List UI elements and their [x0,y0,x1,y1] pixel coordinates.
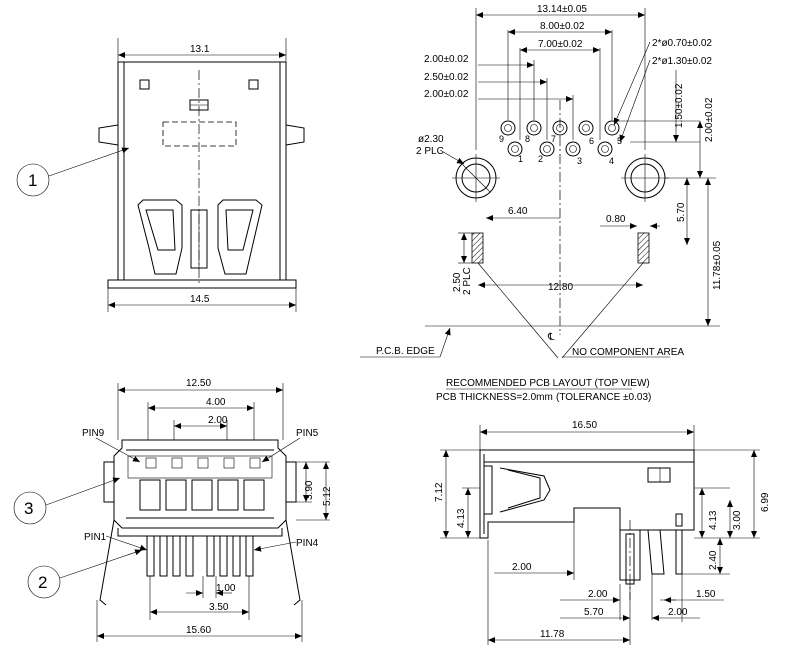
dim-2-50-v: 2.50 [452,272,463,292]
side-dim-7-12: 7.12 [434,482,445,502]
label-pin9: PIN9 [82,428,105,439]
dim-13-14: 13.14±0.05 [537,4,587,15]
side-dim-2-00-c: 2.00 [668,607,688,618]
pcb-layout: 13.14±0.05 8.00±0.02 7.00±0.02 2.00±0.02… [360,4,723,403]
centerline-symbol: ℄ [547,332,555,343]
side-dim-2-40: 2.40 [708,550,719,570]
dim-0-80: 0.80 [606,214,626,225]
side-dim-4-13-right: 4.13 [708,510,719,530]
pin-num-1: 1 [518,154,523,164]
rear-dim-3-50: 3.50 [209,602,229,613]
boss-plc: 2 PLC [416,146,444,157]
pin-num-6: 6 [589,136,594,146]
rear-dim-2-00: 2.00 [208,415,228,426]
front-view: 13.1 14.5 1 [16,38,305,312]
rear-dim-3-90: 3.90 [304,480,315,500]
dim-7-00: 7.00±0.02 [538,39,583,50]
side-dim-5-70: 5.70 [584,607,604,618]
dim-8-00: 8.00±0.02 [540,21,585,32]
side-dim-6-99: 6.99 [760,492,771,512]
label-pin5: PIN5 [296,428,319,439]
callout-2: 2 [38,573,47,592]
dim-2-00-a: 2.00±0.02 [424,54,469,65]
dim-2-50-plc: 2 PLC [462,267,473,295]
rear-contacts [139,457,265,511]
side-view: 16.50 7.12 4.13 6.99 4.13 3.00 [434,420,771,645]
pin-num-2: 2 [538,154,543,164]
hole-small-note: 2*ø0.70±0.02 [652,38,712,49]
boss-dia: ø2.30 [418,134,444,145]
front-width-bottom: 14.5 [190,294,210,305]
rear-pins [146,535,254,577]
side-dim-11-78: 11.78 [540,629,565,640]
pin-num-4: 4 [609,156,614,166]
dim-5-70: 5.70 [676,202,687,222]
callout-1: 1 [28,171,37,190]
side-dim-2-00-a: 2.00 [512,562,532,573]
no-component-label: NO COMPONENT AREA [572,347,684,358]
dim-2-00-b: 2.00±0.02 [424,89,469,100]
rear-dim-5-12: 5.12 [322,486,333,506]
dim-1-50: 1.50±0.02 [674,83,685,128]
pcb-thickness: PCB THICKNESS=2.0mm [436,392,553,403]
pin-num-9: 9 [499,134,504,144]
side-dim-4-13-left: 4.13 [456,508,467,528]
pin-num-7: 7 [551,134,556,144]
dim-6-40: 6.40 [508,206,528,217]
pin-num-3: 3 [577,156,582,166]
rear-dim-12-50: 12.50 [186,378,211,389]
callout-3: 3 [24,499,33,518]
rear-dim-4-00: 4.00 [206,397,226,408]
side-dim-2-00-b: 2.00 [588,589,608,600]
rear-dim-1-00: 1.00 [216,583,236,594]
dim-2-00-v: 2.00±0.02 [704,97,715,142]
label-pin4: PIN4 [296,538,319,549]
hole-large-note: 2*ø1.30±0.02 [652,56,712,67]
dim-11-78: 11.78±0.05 [712,240,723,290]
rear-view: 12.50 4.00 2.00 [13,378,333,642]
pin-num-5: 5 [617,136,622,146]
pcb-edge-label: P.C.B. EDGE [376,346,435,357]
side-dim-1-50: 1.50 [696,589,716,600]
rear-dim-15-60: 15.60 [186,625,211,636]
pin-num-8: 8 [525,134,530,144]
dim-12-80: 12.80 [548,282,573,293]
pcb-tolerance: (TOLERANCE ±0.03) [556,392,651,403]
side-dim-3-00: 3.00 [732,510,743,530]
front-width-top: 13.1 [190,44,210,55]
side-dim-16-50: 16.50 [572,420,597,431]
dim-2-50: 2.50±0.02 [424,72,469,83]
label-pin1: PIN1 [84,532,107,543]
pcb-layout-title: RECOMMENDED PCB LAYOUT (TOP VIEW) [446,378,650,389]
